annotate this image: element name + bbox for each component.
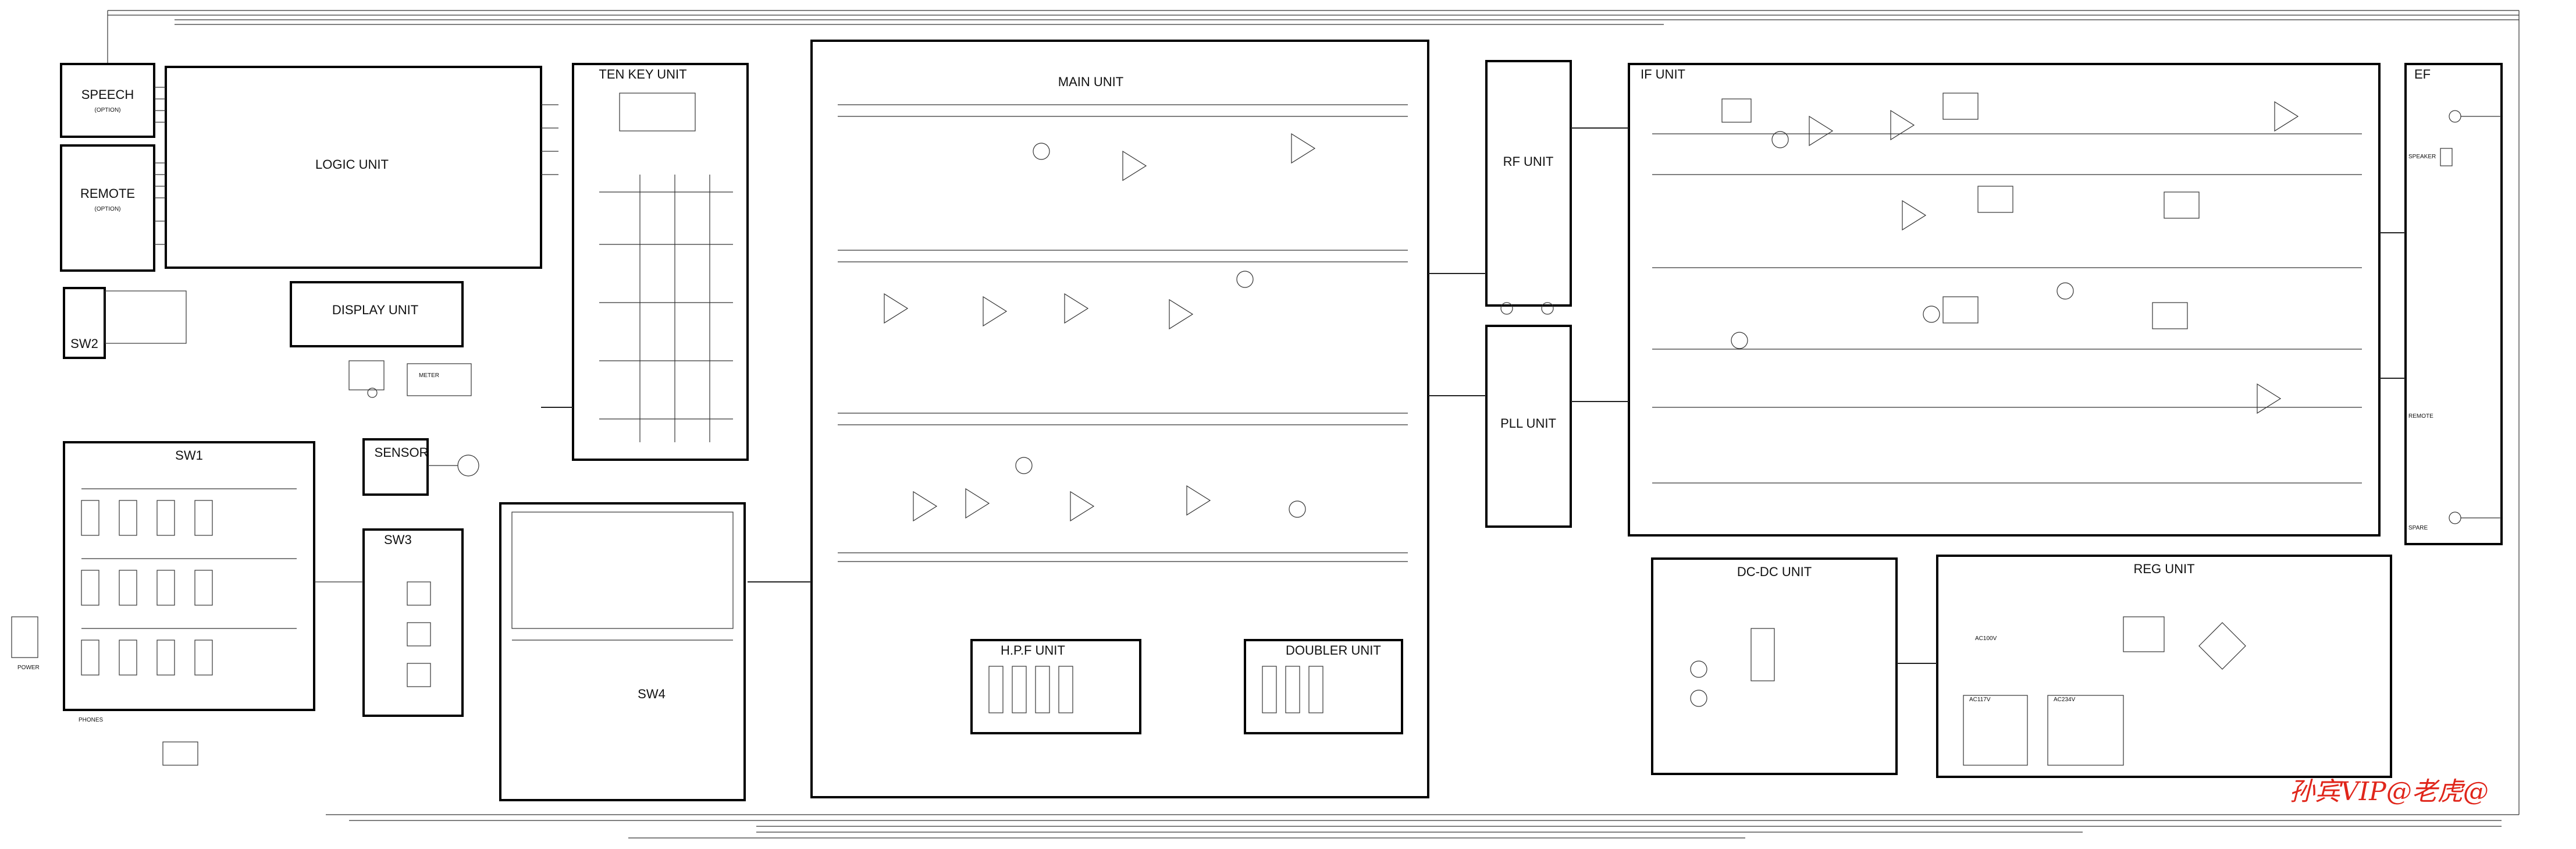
spare-label: SPARE <box>2408 525 2428 531</box>
watermark: 孙宾VIP@老虎@ <box>2289 777 2489 807</box>
hpf-unit: H.P.F UNIT <box>970 639 1141 734</box>
main-unit: MAIN UNIT <box>810 40 1429 798</box>
ten-key-unit: TEN KEY UNIT <box>572 63 749 461</box>
left-io: POWER PHONES <box>11 616 198 766</box>
hpf-title: H.P.F UNIT <box>1001 643 1065 658</box>
sw3-title: SW3 <box>384 532 412 547</box>
if-unit: IF UNIT <box>1628 63 2381 537</box>
logic-unit-title: LOGIC UNIT <box>315 157 389 172</box>
meter-label: METER <box>419 372 439 379</box>
doubler-title: DOUBLER UNIT <box>1286 643 1381 658</box>
ef-title: EF <box>2414 67 2431 81</box>
display-unit-title: DISPLAY UNIT <box>332 303 418 317</box>
sensor-title: SENSOR <box>375 445 429 460</box>
speaker-label: SPEAKER <box>2408 154 2436 160</box>
ac117-label: AC117V <box>1969 697 1991 703</box>
speech-unit-sub: (OPTION) <box>95 107 121 113</box>
remote-unit-sub: (OPTION) <box>95 206 121 212</box>
ac100-label: AC100V <box>1975 635 1997 642</box>
ten-key-title: TEN KEY UNIT <box>599 67 686 81</box>
sensor-unit: SENSOR <box>362 438 479 496</box>
main-unit-title: MAIN UNIT <box>1058 74 1123 89</box>
remote-unit-title: REMOTE <box>80 186 135 201</box>
sw1-unit: SW1 <box>63 441 315 711</box>
ef-panel: EF SPEAKER REMOTE SPARE <box>2404 63 2503 545</box>
doubler-unit: DOUBLER UNIT <box>1244 639 1403 734</box>
speech-unit: SPEECH (OPTION) <box>60 63 155 138</box>
rf-unit: RF UNIT <box>1485 60 1572 315</box>
rf-unit-title: RF UNIT <box>1503 154 1554 169</box>
logic-unit: LOGIC UNIT <box>154 66 558 269</box>
dcdc-title: DC-DC UNIT <box>1737 564 1812 579</box>
power-label: POWER <box>17 665 40 671</box>
sw1-title: SW1 <box>175 448 203 463</box>
reg-title: REG UNIT <box>2133 562 2194 576</box>
ac234-label: AC234V <box>2054 697 2076 703</box>
pll-unit-title: PLL UNIT <box>1500 416 1556 431</box>
top-bus-wires <box>107 10 2520 815</box>
sw4-unit: SW4 <box>499 502 746 801</box>
sw4-title: SW4 <box>638 687 666 701</box>
sw2-unit: SW2 <box>63 287 187 359</box>
dcdc-unit: DC-DC UNIT <box>1651 557 1898 775</box>
remote-unit: REMOTE (OPTION) <box>60 144 155 272</box>
remote-jack-label: REMOTE <box>2408 413 2433 420</box>
interconnect-wires <box>314 127 2406 664</box>
display-unit: DISPLAY UNIT METER <box>290 281 472 398</box>
speech-unit-title: SPEECH <box>81 87 134 102</box>
sw3-unit: SW3 <box>362 528 464 717</box>
bottom-bus-wires <box>326 814 2519 839</box>
phones-label: PHONES <box>79 717 104 723</box>
sw2-title: SW2 <box>70 336 98 351</box>
reg-unit: REG UNIT AC100V AC117V AC234V <box>1936 555 2392 778</box>
if-unit-title: IF UNIT <box>1641 67 1685 81</box>
pll-unit: PLL UNIT <box>1485 325 1572 528</box>
